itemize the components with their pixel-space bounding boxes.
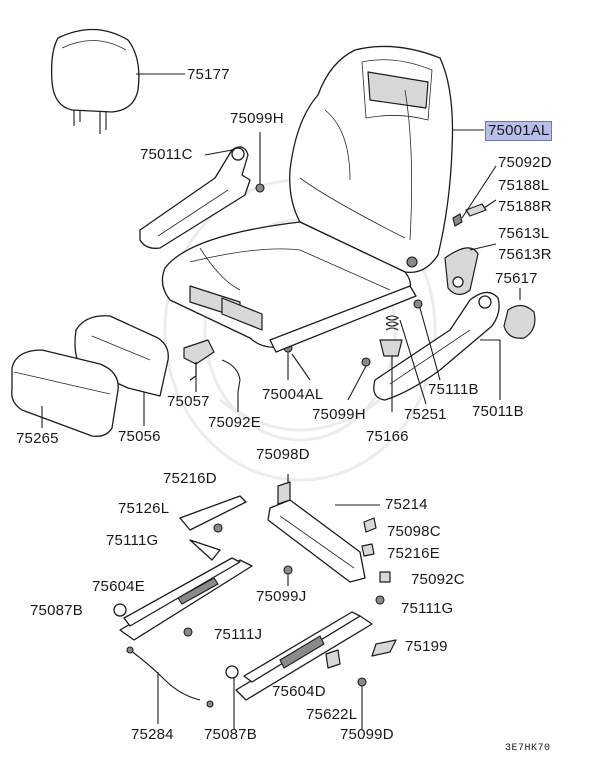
side-cover-upper bbox=[139, 146, 251, 249]
label-75251: 75251 bbox=[404, 406, 447, 423]
label-75111j: 75111J bbox=[214, 626, 263, 643]
label-75057: 75057 bbox=[167, 393, 210, 410]
seat-back bbox=[289, 45, 484, 274]
label-75099h-top: 75099H bbox=[230, 110, 284, 127]
screw-75099h-top bbox=[255, 132, 265, 193]
label-75622l: 75622L bbox=[306, 706, 358, 723]
label-75265: 75265 bbox=[16, 430, 59, 447]
label-75111b: 75111B bbox=[428, 381, 479, 398]
label-75099d: 75099D bbox=[340, 726, 394, 743]
label-75099h-mid: 75099H bbox=[312, 406, 366, 423]
label-75216e: 75216E bbox=[387, 545, 440, 562]
headrest bbox=[50, 28, 185, 134]
label-75617: 75617 bbox=[495, 270, 538, 287]
label-75011b: 75011B bbox=[472, 403, 524, 420]
label-75284: 75284 bbox=[131, 726, 174, 743]
side-shield bbox=[373, 291, 501, 401]
label-75087b-bottom: 75087B bbox=[204, 726, 257, 743]
seat-frame bbox=[269, 285, 417, 381]
label-75613l: 75613L bbox=[498, 225, 550, 242]
label-75099j: 75099J bbox=[256, 588, 307, 605]
recliner-knob bbox=[503, 288, 536, 339]
label-75001al: 75001AL bbox=[485, 121, 553, 141]
label-75604d: 75604D bbox=[272, 683, 326, 700]
label-75604e: 75604E bbox=[92, 578, 145, 595]
label-75126l: 75126L bbox=[118, 500, 170, 517]
label-75092d: 75092D bbox=[498, 154, 552, 171]
label-75216d: 75216D bbox=[163, 470, 217, 487]
seat-rails bbox=[113, 474, 397, 730]
label-75111g-left: 75111G bbox=[106, 532, 159, 549]
label-75613r: 75613R bbox=[498, 246, 552, 263]
label-75011c: 75011C bbox=[140, 146, 193, 163]
label-75098c: 75098C bbox=[387, 523, 441, 540]
label-75004al: 75004AL bbox=[262, 386, 324, 403]
label-75214: 75214 bbox=[385, 496, 428, 513]
right-small-parts bbox=[444, 165, 497, 296]
label-75092e: 75092E bbox=[208, 414, 261, 431]
label-75177: 75177 bbox=[187, 66, 230, 83]
drawing-code: 3E7HK70 bbox=[505, 743, 551, 754]
label-75056: 75056 bbox=[118, 428, 161, 445]
front-covers bbox=[11, 315, 241, 437]
label-75188r: 75188R bbox=[498, 198, 552, 215]
label-75188l: 75188L bbox=[498, 177, 550, 194]
label-75092c: 75092C bbox=[411, 571, 465, 588]
label-75098d: 75098D bbox=[256, 446, 310, 463]
springs-bolts bbox=[347, 299, 441, 412]
label-75166: 75166 bbox=[366, 428, 409, 445]
label-75199: 75199 bbox=[405, 638, 448, 655]
label-75111g-right: 75111G bbox=[401, 600, 454, 617]
label-75087b-left: 75087B bbox=[30, 602, 83, 619]
